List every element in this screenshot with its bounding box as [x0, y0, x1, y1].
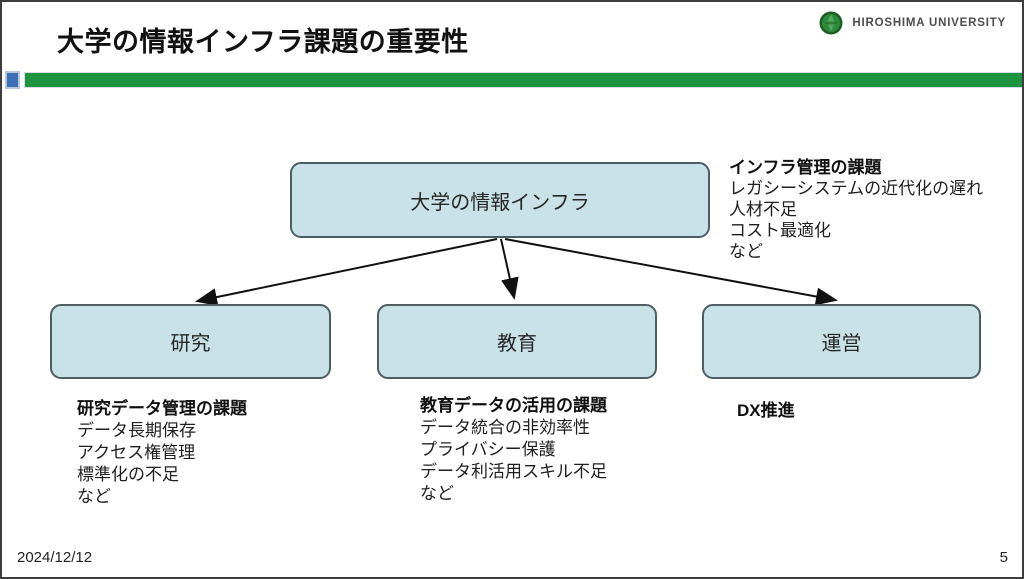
diagram-node-operations: 運営	[702, 304, 981, 379]
note-line: など	[77, 487, 111, 506]
note-line: レガシーシステムの近代化の遅れ	[729, 179, 984, 198]
page-number: 5	[999, 549, 1008, 566]
diagram-node-research-label: 研究	[170, 333, 211, 355]
diagram-node-operations-label: 運営	[821, 333, 862, 355]
note-education-data: 教育データの活用の課題 データ統合の非効率性 プライバシー保護 データ利活用スキ…	[420, 395, 720, 505]
note-line: 標準化の不足	[77, 465, 179, 484]
note-research-data: 研究データ管理の課題 データ長期保存 アクセス権管理 標準化の不足 など	[77, 398, 377, 508]
university-logo-text: HIROSHIMA UNIVERSITY	[852, 17, 1006, 29]
note-line: など	[420, 484, 454, 503]
diagram-node-root: 大学の情報インフラ	[290, 162, 710, 238]
note-line: アクセス権管理	[77, 443, 196, 462]
diagram-node-education-label: 教育	[497, 333, 537, 355]
note-line: コスト最適化	[729, 221, 831, 240]
note-line: プライバシー保護	[420, 440, 556, 459]
note-research-heading: 研究データ管理の課題	[77, 399, 247, 418]
diagram-node-research: 研究	[50, 304, 331, 379]
arrow-root-to-education	[500, 238, 519, 300]
note-line: など	[729, 242, 763, 261]
note-dx-heading: DX推進	[737, 401, 795, 420]
note-education-heading: 教育データの活用の課題	[420, 396, 607, 415]
page-title: 大学の情報インフラ課題の重要性	[57, 27, 469, 57]
title-accent-bar	[24, 72, 1022, 88]
university-emblem-icon	[819, 11, 843, 35]
arrow-root-to-research	[195, 238, 498, 306]
note-infra-heading: インフラ管理の課題	[729, 158, 882, 177]
diagram-node-root-label: 大学の情報インフラ	[410, 191, 590, 214]
title-accent-square	[5, 71, 20, 89]
note-infra-management: インフラ管理の課題 レガシーシステムの近代化の遅れ 人材不足 コスト最適化 など	[729, 157, 1021, 262]
university-logo: HIROSHIMA UNIVERSITY	[819, 11, 1006, 35]
footer-date: 2024/12/12	[17, 549, 93, 566]
diagram-node-education: 教育	[377, 304, 657, 379]
note-line: データ長期保存	[77, 421, 196, 440]
note-line: データ利活用スキル不足	[420, 462, 607, 481]
note-line: データ統合の非効率性	[420, 418, 590, 437]
note-line: 人材不足	[729, 200, 797, 219]
note-dx-promotion: DX推進	[737, 400, 977, 422]
